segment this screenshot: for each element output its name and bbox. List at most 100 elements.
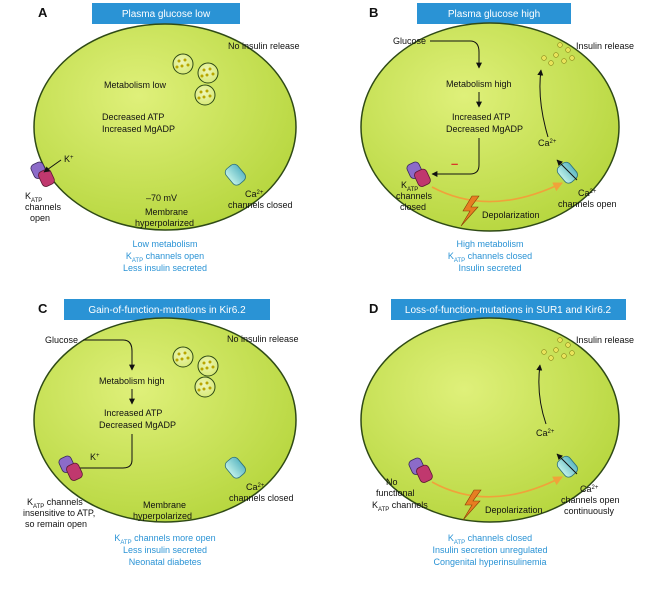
- panel-c-title: Gain-of-function-mutations in Kir6.2: [88, 305, 246, 316]
- panel-a: A Plasma glucose low No insulin release …: [25, 3, 300, 273]
- panel-d: D Loss-of-function-mutations in SUR1 and…: [360, 299, 634, 567]
- katp-channel-label: KATP: [401, 180, 418, 193]
- granule-icon: [172, 346, 194, 368]
- intracellular-calcium-label: Ca2+: [536, 428, 555, 438]
- atp-label: Increased ATP: [452, 112, 510, 122]
- panel-a-title-box: [92, 3, 240, 24]
- panel-b: B Plasma glucose high Glucose Insulin re…: [360, 3, 634, 273]
- panel-b-title: Plasma glucose high: [448, 9, 540, 20]
- panel-b-title-box: [417, 3, 571, 24]
- depolarization-arrow: [431, 476, 563, 498]
- intracellular-calcium-label: Ca2+: [538, 138, 557, 148]
- lightning-bolt-icon: [462, 489, 482, 521]
- calcium-channel-icon: [224, 163, 246, 186]
- panel-letter-b: B: [369, 5, 378, 20]
- panel-d-title: Loss-of-function-mutations in SUR1 and K…: [405, 305, 612, 316]
- insulin-release-label: Insulin release: [576, 41, 634, 51]
- panel-c-title-box: [64, 299, 270, 320]
- panel-letter-c: C: [38, 301, 48, 316]
- mgadp-label: Increased MgADP: [102, 124, 175, 134]
- atp-label: Decreased ATP: [102, 112, 164, 122]
- lightning-bolt-icon: [460, 195, 480, 227]
- calcium-channel-label: Ca2+: [578, 188, 597, 198]
- glucose-label: Glucose: [393, 36, 426, 46]
- calcium-exocytosis-arrow: [537, 69, 549, 138]
- summary-line: Less insulin secreted: [123, 263, 207, 273]
- atp-signal-arrow: [71, 434, 133, 471]
- granule-icon: [194, 376, 216, 398]
- granule-icon: [194, 84, 216, 106]
- no-insulin-release-label: No insulin release: [228, 41, 300, 51]
- calcium-channel-label: Ca2+: [246, 482, 265, 492]
- summary-line: Congenital hyperinsulinemia: [433, 557, 546, 567]
- katp-channel-icon: [30, 161, 55, 187]
- granule-icon: [197, 62, 219, 84]
- glucose-entry-arrow: [83, 339, 135, 371]
- atp-label: Increased ATP: [104, 408, 162, 418]
- calcium-channel-icon: [224, 456, 246, 479]
- membrane-label: Membrane: [143, 500, 186, 510]
- no-insulin-release-label: No insulin release: [227, 334, 299, 344]
- calcium-channel-label: Ca2+: [580, 484, 599, 494]
- calcium-influx-arrow: [556, 159, 578, 181]
- depolarization-arrow: [431, 182, 563, 203]
- katp-channel-label: so remain open: [25, 519, 87, 529]
- insulin-release-icon: [541, 337, 575, 361]
- summary-line: KATP channels more open: [114, 533, 215, 546]
- membrane-potential-label: –70 mV: [146, 193, 177, 203]
- depolarization-label: Depolarization: [485, 505, 543, 515]
- membrane-label: hyperpolarized: [135, 218, 194, 228]
- calcium-channel-label: continuously: [564, 506, 615, 516]
- potassium-label: K+: [90, 452, 100, 462]
- summary-line: KATP channels closed: [448, 251, 532, 264]
- panel-a-title: Plasma glucose low: [122, 9, 211, 20]
- panel-letter-a: A: [38, 5, 48, 20]
- summary-line: KATP channels closed: [448, 533, 532, 546]
- membrane-label: hyperpolarized: [133, 511, 192, 521]
- panel-letter-d: D: [369, 301, 378, 316]
- calcium-channel-label: channels open: [558, 199, 617, 209]
- nonfunctional-katp-label: No: [386, 477, 398, 487]
- summary-line: Less insulin secreted: [123, 545, 207, 555]
- katp-channel-label: channels: [396, 191, 433, 201]
- insulin-release-icon: [541, 42, 575, 66]
- membrane-label: Membrane: [145, 207, 188, 217]
- inhibition-mark: –: [451, 156, 458, 171]
- calcium-influx-arrow: [556, 453, 578, 475]
- nonfunctional-katp-label: KATP channels: [372, 500, 428, 513]
- glucose-entry-arrow: [430, 40, 482, 69]
- summary-line: Neonatal diabetes: [129, 557, 202, 567]
- metabolism-label: Metabolism high: [99, 376, 165, 386]
- nonfunctional-katp-label: functional: [376, 488, 415, 498]
- potassium-efflux-arrow: [43, 159, 62, 173]
- summary-line: Low metabolism: [132, 239, 197, 249]
- atp-inhibition-arrow: [431, 138, 480, 177]
- mgadp-label: Decreased MgADP: [446, 124, 523, 134]
- calcium-channel-label: channels open: [561, 495, 620, 505]
- depolarization-label: Depolarization: [482, 210, 540, 220]
- summary-line: KATP channels open: [126, 251, 204, 264]
- insulin-release-label: Insulin release: [576, 335, 634, 345]
- katp-channel-label: KATP channels: [27, 497, 83, 510]
- metabolism-label: Metabolism low: [104, 80, 167, 90]
- calcium-channel-label: channels closed: [228, 200, 293, 210]
- calcium-channel-label: channels closed: [229, 493, 294, 503]
- summary-line: Insulin secretion unregulated: [432, 545, 547, 555]
- potassium-label: K+: [64, 154, 74, 164]
- katp-channel-icon: [58, 455, 83, 481]
- granule-icon: [197, 355, 219, 377]
- panel-d-title-box: [391, 299, 626, 320]
- granule-icon: [172, 53, 194, 75]
- calcium-exocytosis-arrow: [536, 364, 547, 425]
- katp-channel-label: insensitive to ATP,: [23, 508, 95, 518]
- katp-channel-label: KATP: [25, 191, 42, 204]
- summary-line: High metabolism: [456, 239, 523, 249]
- panel-c: C Gain-of-function-mutations in Kir6.2 G…: [23, 299, 299, 567]
- calcium-channel-label: Ca2+: [245, 189, 264, 199]
- katp-channel-label: closed: [400, 202, 426, 212]
- glucose-label: Glucose: [45, 335, 78, 345]
- metabolism-label: Metabolism high: [446, 79, 512, 89]
- summary-line: Insulin secreted: [458, 263, 521, 273]
- katp-channel-icon: [406, 161, 431, 187]
